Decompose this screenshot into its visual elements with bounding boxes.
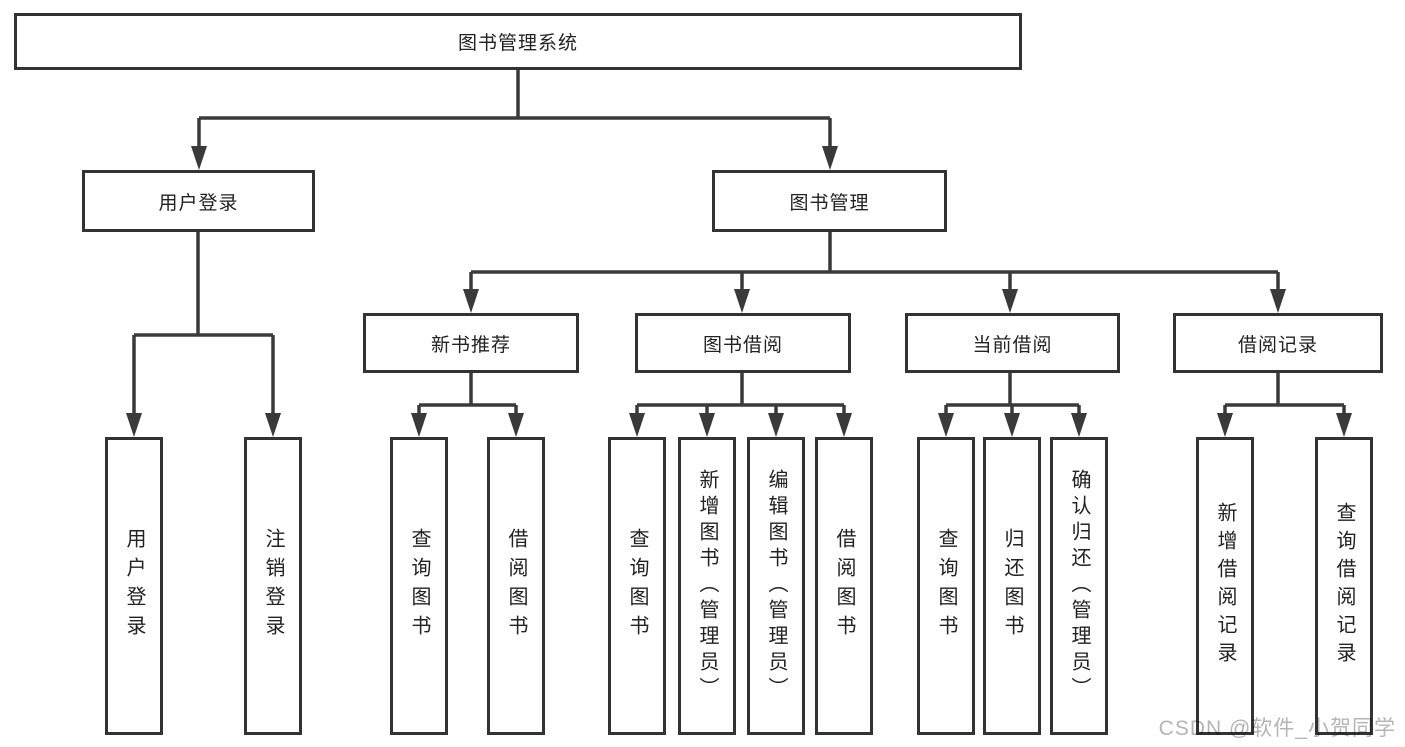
leaf-query-books-borrow: 查询图书 (608, 437, 666, 735)
node-label: 归还图书 (1001, 528, 1023, 644)
leaf-add-books-admin: 新增图书（管理员） (678, 437, 736, 735)
leaf-query-books-current: 查询图书 (917, 437, 975, 735)
connector-recommend-to-leaves (417, 373, 518, 417)
node-label: 确认归还（管理员） (1068, 469, 1090, 703)
node-label: 借阅图书 (833, 528, 855, 644)
leaf-user-login: 用户登录 (105, 437, 163, 735)
node-label: 查询图书 (935, 528, 957, 644)
node-label: 编辑图书（管理员） (765, 469, 787, 703)
connector-mgmt-to-level3 (469, 232, 1280, 293)
connector-login-to-leaves (132, 232, 275, 417)
leaf-logout: 注销登录 (244, 437, 302, 735)
connector-root-to-level2 (197, 70, 832, 150)
node-label: 新书推荐 (430, 334, 511, 356)
leaf-confirm-return-admin: 确认归还（管理员） (1050, 437, 1108, 735)
node-label: 借阅图书 (505, 528, 527, 644)
connector-borrow-to-leaves (635, 373, 846, 417)
node-label: 用户登录 (123, 528, 145, 644)
node-label: 新增借阅记录 (1214, 502, 1236, 670)
node-new-book-recommend: 新书推荐 (363, 313, 579, 373)
node-label: 借阅记录 (1237, 334, 1318, 356)
connector-current-to-leaves (944, 373, 1081, 417)
node-label: 查询图书 (626, 528, 648, 644)
leaf-add-borrow-record: 新增借阅记录 (1196, 437, 1254, 735)
leaf-return-books: 归还图书 (983, 437, 1041, 735)
leaf-edit-books-admin: 编辑图书（管理员） (747, 437, 805, 735)
leaf-query-borrow-record: 查询借阅记录 (1315, 437, 1373, 735)
node-label: 查询图书 (408, 528, 430, 644)
node-borrow-records: 借阅记录 (1173, 313, 1383, 373)
node-label: 注销登录 (262, 528, 284, 644)
node-label: 图书管理系统 (457, 33, 578, 54)
node-current-borrow: 当前借阅 (905, 313, 1120, 373)
leaf-borrow-books: 借阅图书 (815, 437, 873, 735)
node-label: 当前借阅 (972, 334, 1053, 356)
node-label: 新增图书（管理员） (696, 469, 718, 703)
node-label: 查询借阅记录 (1333, 502, 1355, 670)
node-user-login: 用户登录 (82, 170, 315, 232)
node-label: 图书借阅 (702, 334, 783, 356)
leaf-borrow-books-recommend: 借阅图书 (487, 437, 545, 735)
node-book-borrow: 图书借阅 (635, 313, 851, 373)
node-label: 用户登录 (158, 192, 239, 214)
connector-records-to-leaves (1223, 373, 1346, 417)
node-book-management: 图书管理 (712, 170, 947, 232)
node-library-management-system: 图书管理系统 (14, 13, 1022, 70)
node-label: 图书管理 (789, 192, 870, 214)
csdn-watermark: CSDN @软件_小贺同学 (1158, 717, 1396, 740)
leaf-query-books-recommend: 查询图书 (390, 437, 448, 735)
